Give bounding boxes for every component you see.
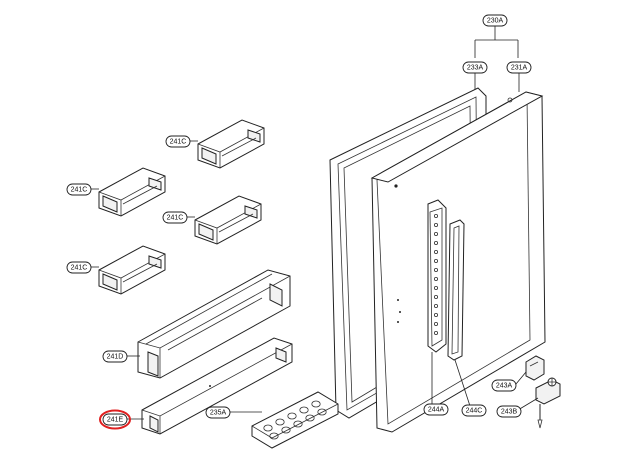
callout-231A: 231A: [506, 61, 532, 92]
svg-text:235A: 235A: [210, 409, 227, 416]
rail-hole: [433, 258, 438, 263]
rail-hole: [433, 267, 438, 272]
egg-cup: [263, 424, 273, 432]
egg-cup: [269, 432, 279, 440]
rail-244A: [427, 199, 447, 353]
svg-text:231A: 231A: [511, 64, 528, 71]
rail-hole: [433, 213, 438, 218]
hinge-bracket-243B: [535, 377, 561, 429]
trim-244C: [447, 219, 465, 361]
egg-cup: [299, 406, 309, 414]
rail-hole: [433, 276, 438, 281]
rail-hole: [433, 321, 438, 326]
highlight-circle: [99, 409, 131, 430]
egg-cup: [293, 420, 303, 428]
callout-235A: 235A: [205, 406, 262, 419]
callout-241E: 241E: [99, 409, 144, 430]
callout-241C-1: 241C: [165, 135, 198, 148]
rail-hole: [433, 240, 438, 245]
shelf-241D: [137, 269, 291, 379]
egg-cup: [287, 412, 297, 420]
rail-hole: [433, 303, 438, 308]
callout-233A: 233A: [462, 61, 488, 90]
callout-241C-4: 241C: [66, 261, 99, 274]
callout-241D: 241D: [102, 350, 140, 363]
svg-text:230A: 230A: [487, 17, 504, 24]
egg-cup: [275, 418, 285, 426]
rail-hole: [433, 222, 438, 227]
shelf-241E: [141, 337, 293, 435]
svg-text:243A: 243A: [496, 382, 513, 389]
svg-text:241C: 241C: [71, 186, 88, 193]
egg-cup: [305, 414, 315, 422]
callout-244C: 244C: [454, 359, 487, 417]
hinge-243A: [525, 355, 545, 381]
bin-241C: [98, 245, 166, 295]
rail-hole: [433, 285, 438, 290]
egg-cup: [317, 408, 327, 416]
callout-243B: 243B: [496, 397, 539, 418]
svg-text:241C: 241C: [170, 138, 187, 145]
bin-241C: [197, 119, 265, 169]
svg-text:244A: 244A: [428, 406, 445, 413]
egg-cup: [281, 426, 291, 434]
svg-text:243B: 243B: [501, 408, 518, 415]
bin-241C: [98, 167, 166, 217]
svg-text:241C: 241C: [71, 264, 88, 271]
egg-tray-235A: [251, 391, 339, 449]
bin-241C: [194, 195, 262, 245]
callout-243A: 243A: [491, 371, 527, 392]
egg-cup: [311, 400, 321, 408]
svg-text:233A: 233A: [467, 64, 484, 71]
rail-hole: [433, 249, 438, 254]
svg-text:244C: 244C: [466, 407, 483, 414]
svg-text:241E: 241E: [107, 416, 124, 423]
callout-230A: 230A: [474, 14, 519, 58]
svg-text:241C: 241C: [167, 214, 184, 221]
rail-hole: [433, 294, 438, 299]
rail-hole: [433, 312, 438, 317]
rail-hole: [433, 330, 438, 335]
callout-241C-3: 241C: [162, 211, 195, 224]
callout-241C-2: 241C: [66, 183, 99, 196]
rail-hole: [433, 231, 438, 236]
svg-text:241D: 241D: [107, 353, 124, 360]
callout-244A: 244A: [423, 352, 449, 416]
